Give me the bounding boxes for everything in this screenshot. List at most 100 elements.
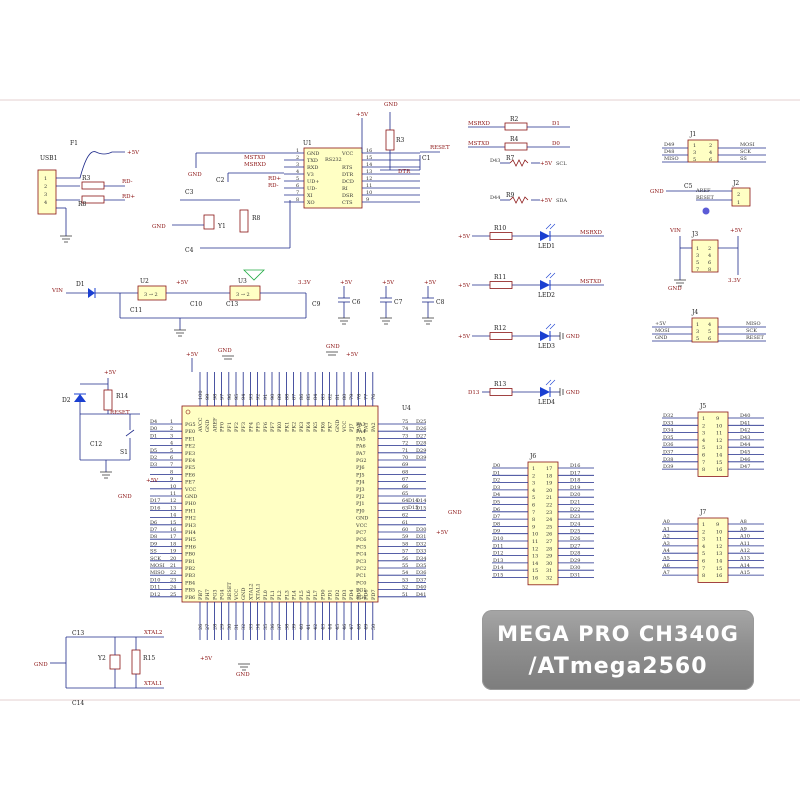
mcu-pin-name: PJ4 [356, 480, 365, 486]
svg-text:5: 5 [696, 336, 699, 342]
gnd-y1-label: GND [152, 224, 166, 230]
mcu-net: D40 [416, 585, 426, 591]
mcu-pin-name: PK6 [320, 422, 326, 432]
led-net: GND [566, 390, 580, 396]
mcu-net: D29 [416, 448, 426, 454]
mcu-pin-name: PJ5 [356, 472, 365, 478]
led-icon [540, 231, 550, 241]
j5-pin-num: 15 [716, 460, 722, 466]
mcu-net: D39 [416, 455, 426, 461]
mcu-pin-num: 24 [170, 585, 176, 591]
led-resistor-ref: R11 [494, 274, 506, 281]
j6-left-net: D1 [493, 470, 500, 476]
ground-icon [674, 279, 686, 287]
xtal-gnd: GND [34, 662, 48, 668]
j6-pin-num: 28 [546, 546, 552, 552]
ground-icon [380, 317, 392, 325]
mcu-pin-num: 38 [284, 624, 290, 630]
c13-label: C13 [226, 301, 238, 308]
mcu-net: D16 [150, 505, 160, 511]
mcu-pin-num: 41 [306, 624, 312, 630]
mcu-pin-num: 92 [256, 394, 262, 400]
mcu-pin-num: 65 [402, 491, 408, 497]
pin1-marker-icon [185, 409, 191, 415]
mcu-pin-num: 71 [402, 448, 408, 454]
j6-pin-num: 25 [546, 524, 552, 530]
resistor-r14 [103, 389, 113, 411]
j4-l2: GND [655, 335, 667, 341]
mcu-pin-num: 75 [402, 419, 408, 425]
j7-left-net: A5 [662, 556, 670, 562]
switch-s1 [125, 429, 135, 437]
mcu-pin-num: 23 [170, 577, 176, 583]
ch340-pin-num: 8 [296, 197, 299, 203]
led-ref: LED3 [538, 343, 555, 350]
mcu-pin-name: PE1 [185, 436, 195, 442]
mcu-pin-name: PK3 [299, 422, 305, 432]
u4-ref: U4 [402, 405, 411, 412]
r4-label: R4 [510, 136, 519, 143]
net-rd-minus: RD- [122, 179, 133, 185]
ch340-pin-num: 10 [366, 190, 372, 196]
j7-pin-num: 8 [702, 573, 705, 579]
mcu-pin-name: PC6 [356, 537, 366, 543]
mcu-pin-name: PJ6 [356, 465, 365, 471]
mcu-pin-name: GND [356, 516, 368, 522]
resistor-r4 [504, 142, 528, 151]
mcu-pin-num: 19 [170, 549, 176, 555]
mcu-pin-name: XTAL1 [256, 583, 262, 600]
mcu-pin-num: 44 [328, 624, 334, 630]
led-source-label: +5V [458, 334, 471, 340]
svg-text:8: 8 [708, 267, 711, 273]
j6-right-net: D31 [570, 573, 580, 579]
j6-left-net: D11 [493, 543, 503, 549]
mcu-pin-num: 51 [402, 592, 408, 598]
mcu-pin-name: PC7 [356, 530, 366, 536]
mcu-net: D17 [150, 498, 160, 504]
j6-pin-num: 31 [546, 568, 552, 574]
mcu-pin-name: PA7 [356, 451, 366, 457]
v33-label: 3.3V [298, 280, 312, 286]
svg-text:4: 4 [708, 322, 711, 328]
mcu-pin-name: PB4 [185, 580, 195, 586]
ch340-pin-name: VCC [341, 151, 353, 157]
mcu-pin-num: 50 [371, 624, 377, 630]
mcu-net: D1 [150, 433, 157, 439]
mcu-v5-top2: +5V [346, 352, 359, 358]
mcu-v5-right: +5V [436, 530, 449, 536]
mcu-pin-num: 85 [306, 394, 312, 400]
mcu-pin-num: 91 [263, 394, 269, 400]
svg-text:2: 2 [709, 143, 712, 149]
mcu-pin-num: 97 [220, 394, 226, 400]
j7-pin-num: 9 [716, 522, 719, 528]
led-ref: LED4 [538, 399, 555, 406]
j4-body [691, 317, 719, 343]
y2-label: Y2 [97, 655, 106, 662]
j6-right-net: D17 [570, 470, 580, 476]
led-net: MSRXD [580, 230, 602, 236]
j6-pin-num: 4 [532, 488, 535, 494]
resistor-r3 [81, 181, 105, 190]
j6-right-net: D19 [570, 485, 580, 491]
mcu-v5-bottom: +5V [200, 656, 213, 662]
mcu-pin-name: PA5 [356, 436, 366, 442]
j6-left-net: D4 [493, 492, 500, 498]
ch340-pin-num: 16 [366, 148, 372, 154]
mcu-pin-num: 84 [313, 394, 319, 400]
j3-body [691, 239, 719, 273]
mcu-pin-name: PC1 [356, 573, 366, 579]
mcu-pin-num: 47 [349, 624, 355, 630]
net-d0: D0 [552, 141, 560, 147]
c2-label: C2 [216, 177, 225, 184]
j7-right-net: A10 [739, 534, 750, 540]
c1-label: C1 [422, 155, 430, 162]
mcu-gnd-bottom: GND [236, 672, 250, 678]
vin-label: VIN [51, 288, 63, 294]
mcu-pin-name: PD4 [349, 589, 355, 600]
mcu-pin-num: 31 [234, 624, 240, 630]
mcu-pin-num: 42 [313, 624, 319, 630]
j5-pin-num: 5 [702, 445, 705, 451]
mcu-pin-name: PB1 [185, 559, 195, 565]
